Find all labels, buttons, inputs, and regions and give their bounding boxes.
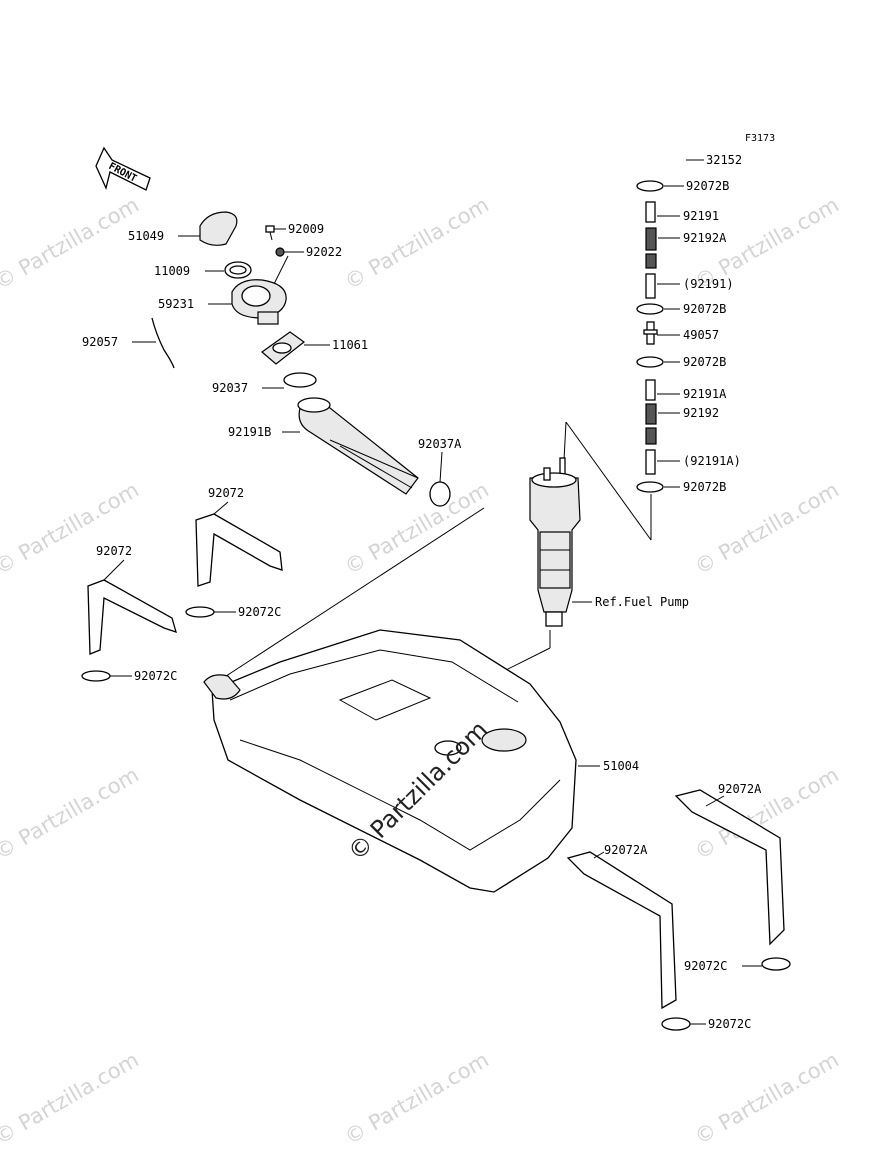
right-straps [566,789,791,1031]
diagram-code: F3173 [745,133,775,144]
part-number-11009: 11009 [154,264,190,278]
part-number-92191a: 92191A [683,387,727,401]
fuel-pump-assembly [493,457,592,720]
watermark: © Partzilla.com [0,193,143,295]
part-number-92191: 92191 [683,209,719,223]
watermark: © Partzilla.com [341,193,493,295]
part-number-92192: 92192 [683,406,719,420]
part-number-92072b: 92072B [686,179,729,193]
part-labels: 32152 92072B 92191 92192A (92191) 92072B… [82,153,762,1031]
part-number-92072: 92072 [208,486,244,500]
fuel-tank [203,629,600,893]
watermark: © Partzilla.com [0,1048,143,1150]
part-number-92072c: 92072C [708,1017,751,1031]
part-number-92072a: 92072A [718,782,762,796]
ref-fuel-pump-label: Ref.Fuel Pump [595,595,689,609]
part-number-49057: 49057 [683,328,719,342]
part-number-59231: 59231 [158,297,194,311]
part-number-92037a: 92037A [418,437,462,451]
part-number-92072b: 92072B [683,480,726,494]
part-number-11061: 11061 [332,338,368,352]
part-number-92192a: 92192A [683,231,727,245]
filler-neck-assembly [132,211,485,681]
watermark: © Partzilla.com [691,1048,843,1150]
part-number-92072b: 92072B [683,355,726,369]
part-number-51004: 51004 [603,759,639,773]
part-number-92022: 92022 [306,245,342,259]
left-straps [81,501,283,682]
watermark: © Partzilla.com [0,763,143,865]
watermark: © Partzilla.com [341,1048,493,1150]
part-number-32152: 32152 [706,153,742,167]
watermark: © Partzilla.com [0,478,143,580]
part-number-92072b: 92072B [683,302,726,316]
part-number-92037: 92037 [212,381,248,395]
part-number-92057: 92057 [82,335,118,349]
part-number-92072c: 92072C [684,959,727,973]
part-number-92072c: 92072C [238,605,281,619]
part-number-51049: 51049 [128,229,164,243]
part-number-92191-ref: (92191) [683,277,734,291]
part-number-92072a: 92072A [604,843,648,857]
front-arrow-icon: FRONT [95,146,151,191]
part-number-92191b: 92191B [228,425,271,439]
watermark: © Partzilla.com [341,478,493,580]
hose-stack [563,134,704,541]
part-number-92191a-ref: (92191A) [683,454,741,468]
part-number-92072: 92072 [96,544,132,558]
part-number-92072c: 92072C [134,669,177,683]
part-number-92009: 92009 [288,222,324,236]
